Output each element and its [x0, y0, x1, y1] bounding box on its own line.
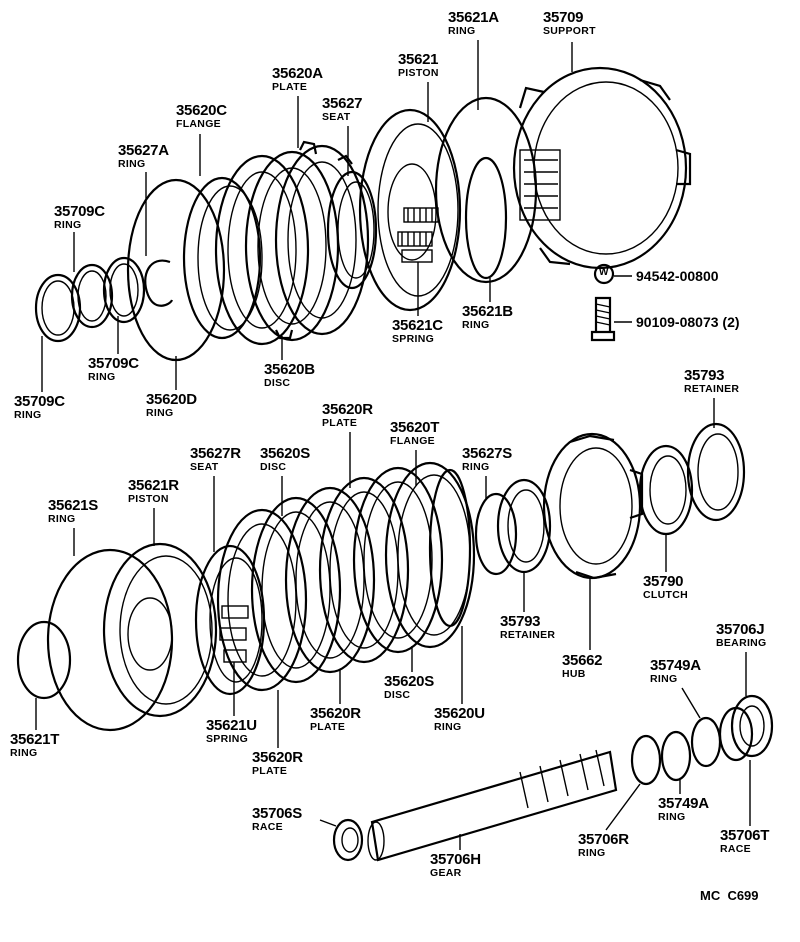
bearing-35706j: [730, 694, 774, 758]
ring-35749a-a: [660, 730, 692, 782]
flange-35620c: [182, 176, 263, 340]
ring-35749a-b: [690, 716, 722, 768]
ring-35706r: [630, 734, 662, 786]
washer-symbol: W: [599, 267, 609, 278]
gear-shaft-35706h: [367, 749, 618, 862]
retainer-35793-top: [686, 422, 746, 522]
ring-35709c-b: [70, 263, 114, 329]
leader-lines: [35, 40, 751, 850]
ring-35621t: [16, 620, 72, 700]
race-35706t: [718, 706, 754, 762]
callout-90109-08073: 90109-08073 (2): [636, 314, 740, 330]
support-35709: [512, 66, 692, 270]
piston-35621r: [102, 542, 218, 718]
springs-35621c: [397, 207, 439, 263]
retainer-35793-mid: [496, 478, 552, 574]
snap-ring-35627a: [144, 259, 174, 307]
drawing-code: MC C699: [700, 888, 759, 903]
ring-35621b: [464, 156, 508, 280]
ring-35627s: [474, 492, 518, 576]
clutch-35790: [638, 444, 694, 536]
hub-35662: [542, 432, 644, 580]
washer-94542: [593, 263, 615, 285]
ring-35709c-c: [102, 256, 146, 324]
bolt-90109: [590, 296, 616, 342]
disc-plate-stack-bottom: [216, 466, 444, 692]
callout-94542-00800: 94542-00800: [636, 268, 719, 284]
springs-35621u: [219, 605, 249, 663]
piston-35621: [358, 108, 462, 312]
ring-35620u: [428, 468, 472, 628]
race-35706s: [332, 818, 364, 862]
seat-35627: [326, 170, 378, 290]
disc-plate-stack-top: [214, 140, 370, 346]
